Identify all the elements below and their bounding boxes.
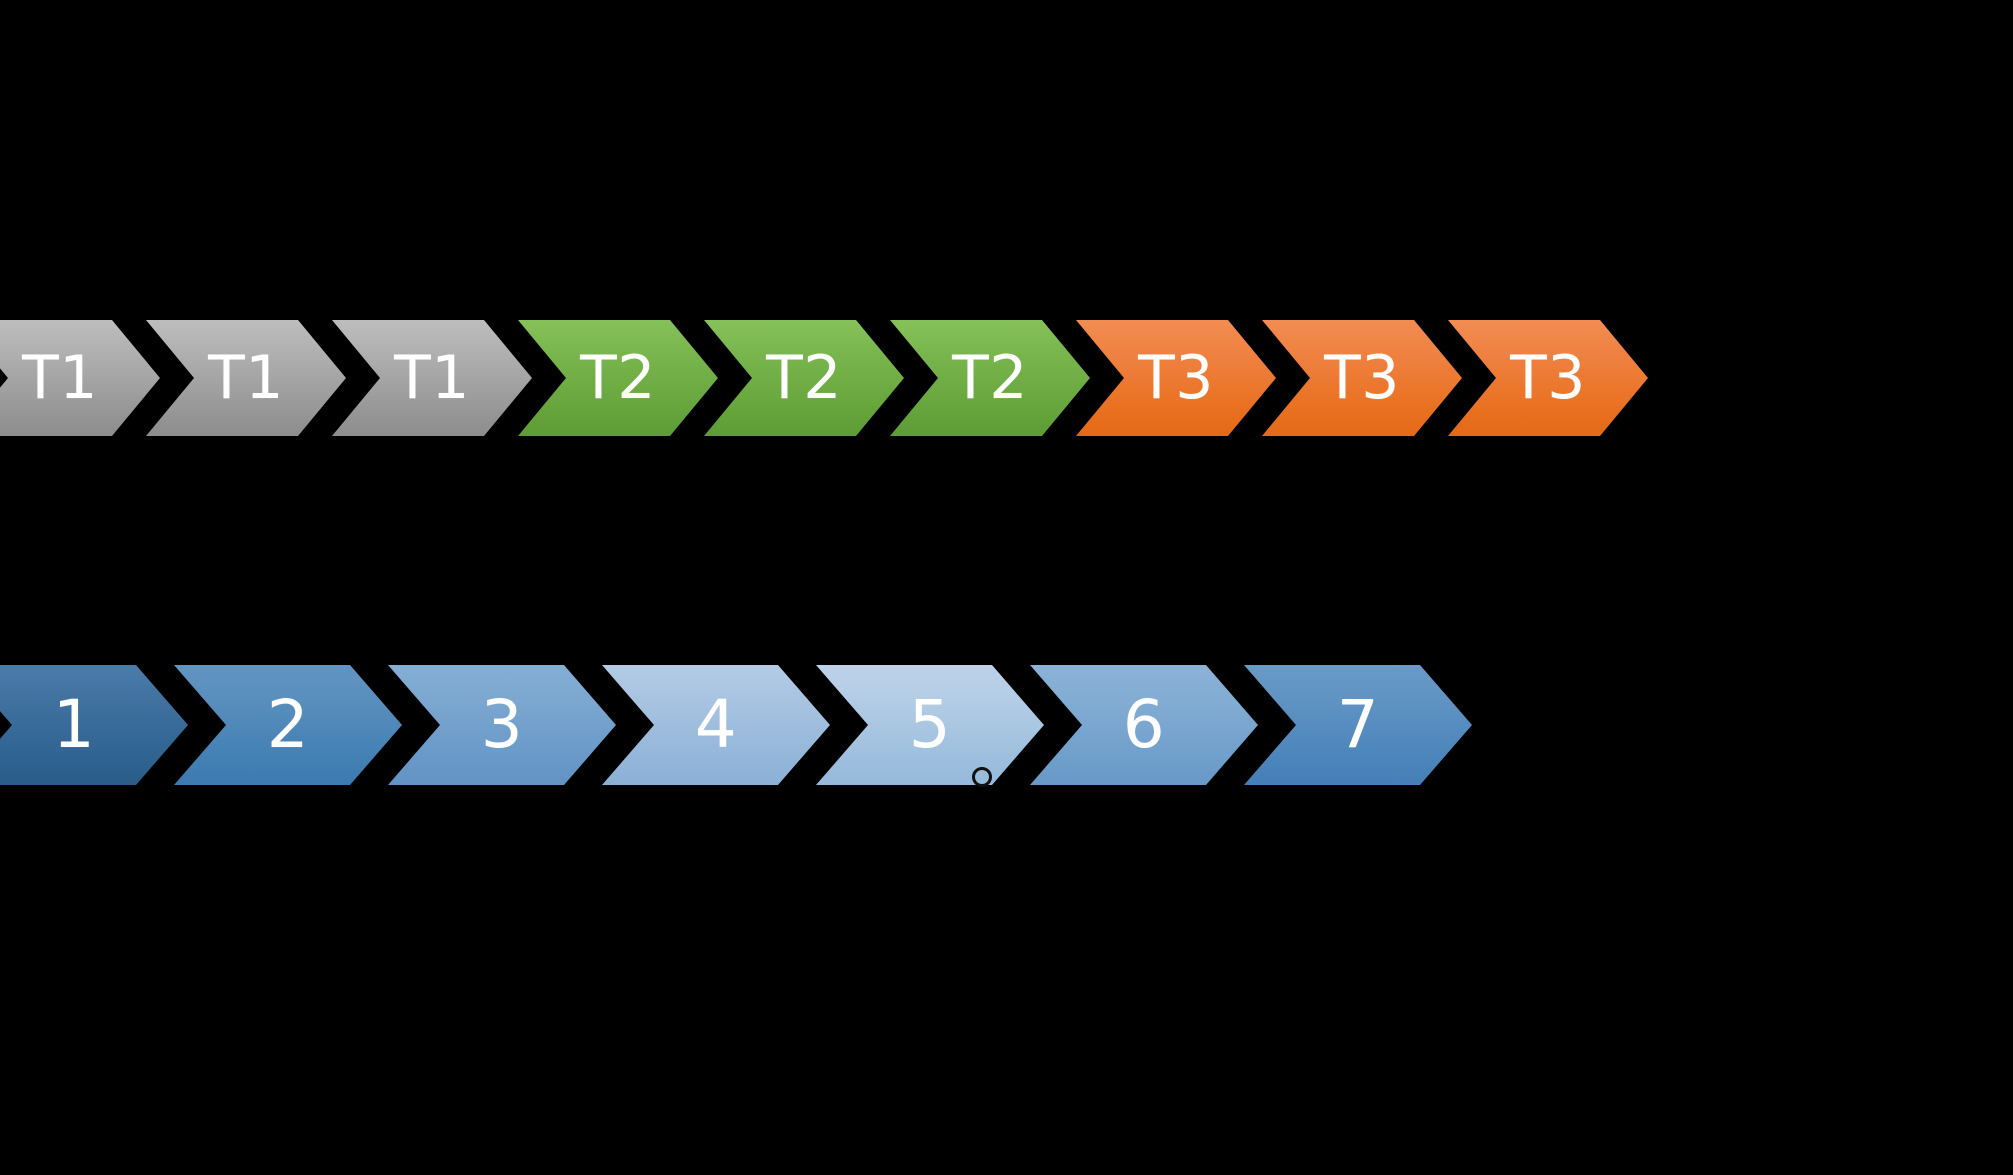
tier-chevron-label: T1	[394, 343, 470, 413]
tier-chevron-6[interactable]: T2	[890, 320, 1090, 436]
step-chevron-6[interactable]: 6	[1030, 665, 1258, 785]
step-chevron-4[interactable]: 4	[602, 665, 830, 785]
tier-chevron-7[interactable]: T3	[1076, 320, 1276, 436]
tier-chevron-4[interactable]: T2	[518, 320, 718, 436]
tier-chevron-1[interactable]: T1	[0, 320, 160, 436]
step-chevron-label: 7	[1336, 686, 1380, 763]
tier-chevron-label: T3	[1510, 343, 1586, 413]
tier-chevron-label: T2	[580, 343, 656, 413]
step-number-chevron-row: 1 2 3 4 5 6 7	[0, 665, 1458, 785]
step-chevron-5[interactable]: 5	[816, 665, 1044, 785]
tier-chevron-label: T2	[766, 343, 842, 413]
step-chevron-label: 4	[694, 686, 738, 763]
degree-mark-icon	[972, 767, 992, 787]
step-chevron-label: 5	[908, 686, 952, 763]
step-chevron-2[interactable]: 2	[174, 665, 402, 785]
tier-chevron-5[interactable]: T2	[704, 320, 904, 436]
step-chevron-label: 6	[1122, 686, 1166, 763]
tier-chevron-row: T1 T1 T1 T2 T2 T2 T3 T3 T3	[0, 320, 1634, 436]
tier-chevron-label: T1	[22, 343, 98, 413]
tier-chevron-label: T1	[208, 343, 284, 413]
tier-chevron-label: T3	[1138, 343, 1214, 413]
tier-chevron-label: T3	[1324, 343, 1400, 413]
tier-chevron-8[interactable]: T3	[1262, 320, 1462, 436]
tier-chevron-2[interactable]: T1	[146, 320, 346, 436]
tier-chevron-label: T2	[952, 343, 1028, 413]
step-chevron-label: 1	[52, 686, 96, 763]
step-chevron-label: 3	[480, 686, 524, 763]
step-chevron-1[interactable]: 1	[0, 665, 188, 785]
tier-chevron-9[interactable]: T3	[1448, 320, 1648, 436]
step-chevron-3[interactable]: 3	[388, 665, 616, 785]
step-chevron-label: 2	[266, 686, 310, 763]
tier-chevron-3[interactable]: T1	[332, 320, 532, 436]
step-chevron-7[interactable]: 7	[1244, 665, 1472, 785]
